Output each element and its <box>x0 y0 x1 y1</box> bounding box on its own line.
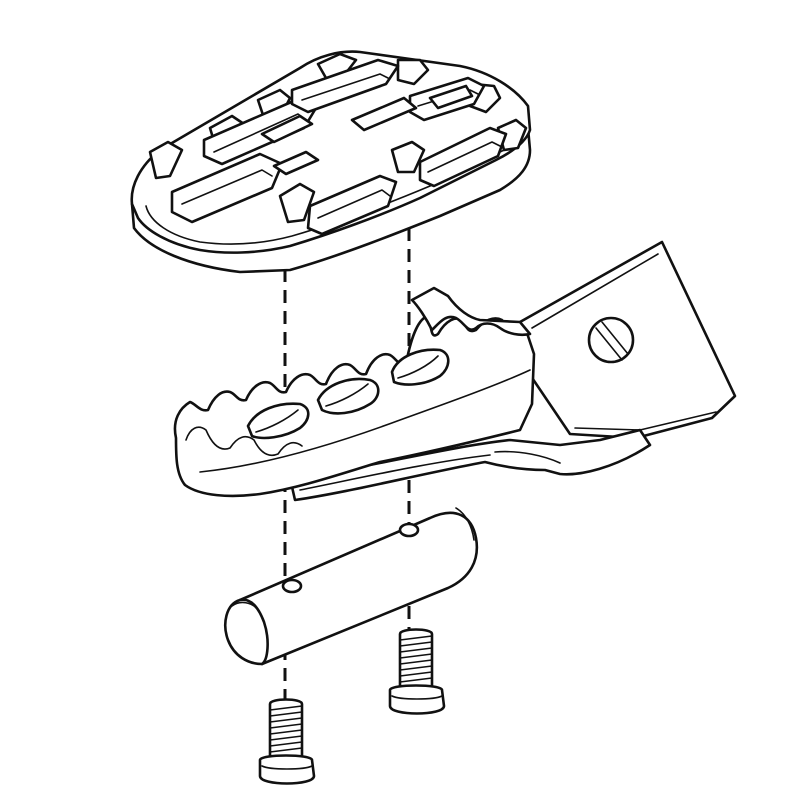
bar-hole-right <box>398 522 420 538</box>
bar-hole-left <box>281 578 303 594</box>
bolt-right <box>388 628 446 715</box>
pad-tooth-8 <box>390 140 426 174</box>
bolt-left <box>258 698 316 785</box>
base-rear-ridge <box>410 286 532 337</box>
bolt-right-threads <box>399 635 433 683</box>
base-arm <box>288 428 652 502</box>
bar-body <box>238 511 479 666</box>
base-front-serrations <box>185 426 303 456</box>
pad-pocket-4 <box>306 174 398 236</box>
bolt-left-threads <box>269 705 303 753</box>
pad-center-bar-4 <box>272 150 320 176</box>
pad-tooth-9 <box>496 118 528 152</box>
pad-center-bar-3 <box>428 84 474 110</box>
mounting-bar <box>224 507 479 666</box>
pad-pocket-1 <box>170 152 284 224</box>
pad-pocket-5 <box>418 126 508 188</box>
pad-center-bar-1 <box>260 114 314 144</box>
pad-tooth-1 <box>148 140 184 180</box>
pad-tooth-5 <box>396 58 430 86</box>
base-set-screw <box>587 316 635 364</box>
foot-peg-pad <box>130 50 532 274</box>
foot-peg-base <box>173 240 737 502</box>
pad-center-bar-2 <box>350 96 418 132</box>
